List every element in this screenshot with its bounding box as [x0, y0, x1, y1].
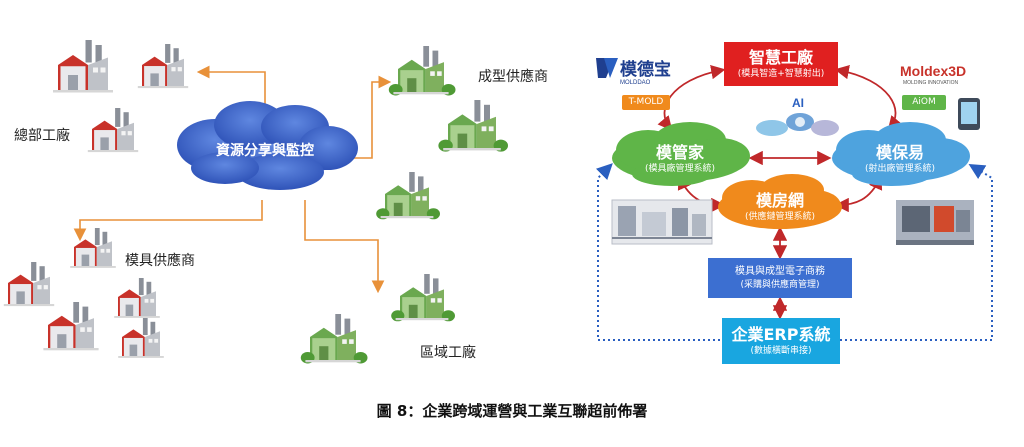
mold-keeper-title: 模保易	[875, 143, 924, 162]
hq-factory	[137, 44, 189, 89]
hub-cloud	[177, 101, 358, 190]
regional-factory	[391, 274, 455, 322]
device-icon	[958, 98, 980, 130]
link-mold-supplier	[73, 200, 263, 242]
dashed-right	[840, 163, 993, 341]
mold-supplier-factory	[3, 262, 55, 307]
moldao-logo-sub: MOLDDAO	[620, 80, 651, 86]
mold-supplier-factory	[114, 278, 160, 318]
mold-manager-title: 模管家	[655, 143, 704, 162]
regional-factory-label: 區域工廠	[420, 345, 476, 361]
orange-connectors	[73, 65, 392, 294]
link-regional	[304, 200, 385, 294]
regional-factory	[300, 314, 368, 364]
ecommerce-node: 模具與成型電子商務 (采購與供應商管理)	[708, 258, 852, 298]
moldao-logo: 模德宝 MOLDDAO	[596, 58, 671, 86]
molding-supplier-factory	[388, 46, 456, 96]
ai-cluster-icon: AI	[756, 96, 839, 136]
moldex3d-logo: Moldex3D MOLDING INNOVATION	[900, 63, 966, 86]
ecommerce-title: 模具與成型電子商務	[735, 266, 825, 277]
mold-keeper-node: 模保易 (射出廠管理系統)	[848, 140, 952, 178]
mold-room-node: 模房網 (供應鏈管理系統)	[728, 188, 832, 226]
mold-supplier-factory	[43, 302, 99, 351]
hq-factory	[87, 108, 139, 153]
mold-manager-cloud	[612, 122, 750, 186]
link-smart-to-keeper	[834, 64, 903, 131]
mold-manager-node: 模管家 (模具廠管理系統)	[628, 140, 732, 178]
link-molding	[340, 75, 392, 159]
factory-group	[3, 40, 508, 364]
hq-factory-label: 總部工廠	[14, 128, 70, 144]
molding-supplier-factory	[438, 100, 508, 152]
injection-machine-icon	[896, 200, 974, 245]
smart-factory-node: 智慧工廠 (模具智造+智慧射出)	[724, 42, 838, 86]
tmold-chip: T-MOLD	[622, 95, 670, 110]
mold-room-title: 模房網	[755, 191, 804, 210]
erp-title: 企業ERP系統	[731, 325, 831, 344]
mold-supplier-factory	[70, 228, 116, 268]
link-smart-to-manager	[657, 64, 726, 131]
mold-supplier-label: 模具供應商	[125, 253, 195, 269]
hq-factory	[53, 40, 113, 93]
moldex3d-logo-text: Moldex3D	[900, 63, 966, 79]
moldex3d-logo-sub: MOLDING INNOVATION	[903, 80, 958, 86]
erp-node: 企業ERP系統 (數據橫斷串接)	[722, 318, 840, 364]
mold-keeper-subtitle: (射出廠管理系統)	[864, 164, 936, 174]
smart-factory-subtitle: (模具智造+智慧射出)	[737, 69, 825, 79]
erp-dashed-links	[595, 163, 993, 341]
mold-room-cloud	[718, 174, 842, 229]
link-hq	[196, 65, 266, 112]
mold-room-subtitle: (供應鏈管理系統)	[744, 212, 816, 222]
molding-supplier-label: 成型供應商	[478, 69, 548, 85]
figure-caption: 圖 8：企業跨域運營與工業互聯超前佈署	[376, 402, 648, 420]
aiom-chip: AiOM	[902, 95, 946, 110]
moldao-logo-text: 模德宝	[620, 59, 671, 80]
molding-supplier-factory	[376, 172, 440, 220]
dashed-left	[595, 163, 720, 341]
mold-manager-subtitle: (模具廠管理系統)	[644, 164, 716, 174]
node-shapes	[612, 122, 970, 229]
hub-label: 資源分享與監控	[216, 143, 314, 159]
production-line-icon	[611, 199, 713, 245]
erp-subtitle: (數據橫斷串接)	[750, 346, 812, 356]
ecommerce-subtitle: (采購與供應商管理)	[740, 280, 820, 290]
mold-supplier-factory	[118, 318, 164, 358]
mold-keeper-cloud	[832, 122, 970, 186]
ai-text: AI	[792, 96, 804, 110]
smart-factory-title: 智慧工廠	[748, 48, 813, 67]
